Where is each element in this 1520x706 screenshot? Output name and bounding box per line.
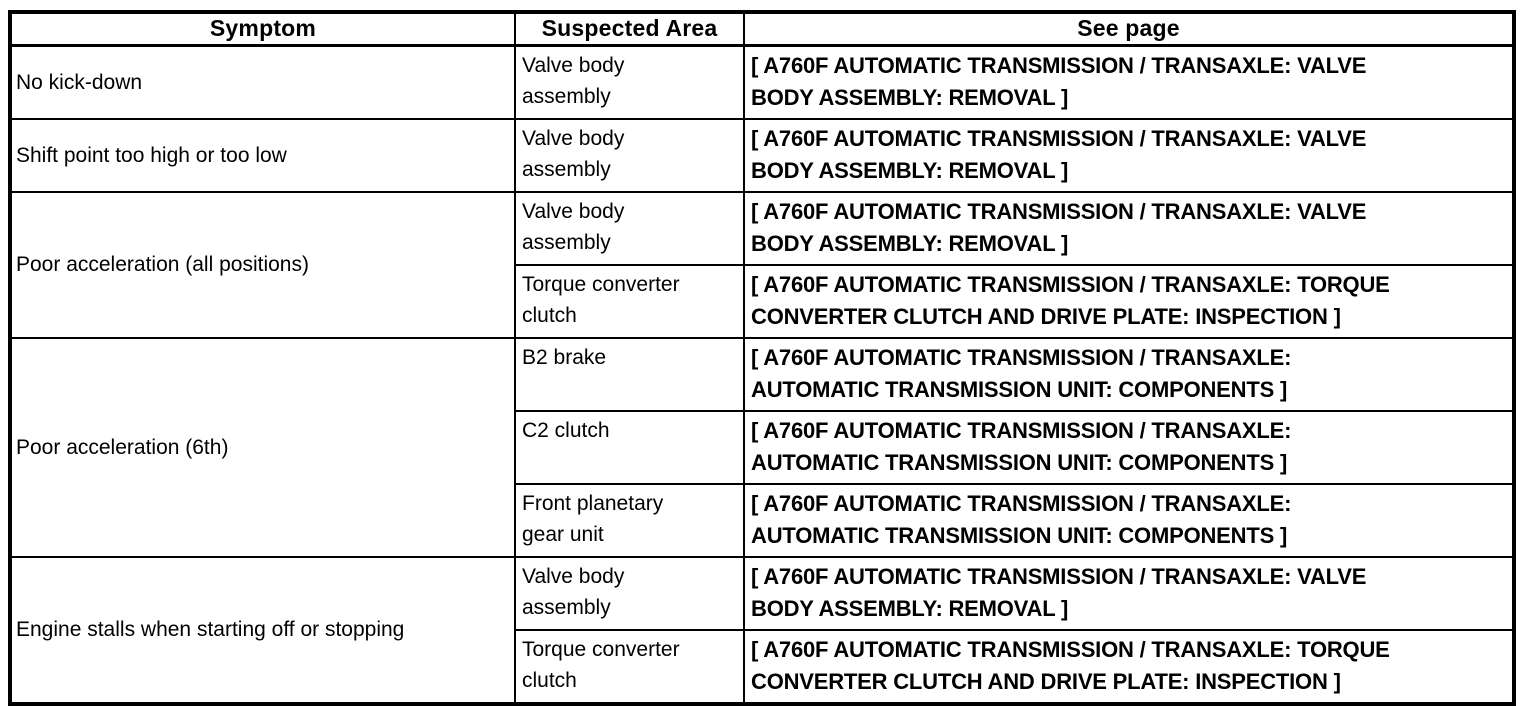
see-page-link[interactable]: [ A760F AUTOMATIC TRANSMISSION / TRANSAX…: [743, 191, 1515, 266]
see-page-link[interactable]: [ A760F AUTOMATIC TRANSMISSION / TRANSAX…: [743, 264, 1515, 339]
suspected-area-cell: Front planetary gear unit: [514, 483, 745, 558]
suspected-area-cell: B2 brake: [514, 337, 745, 412]
table-row: Torque converter clutch [ A760F AUTOMATI…: [10, 629, 1515, 705]
table-header-row: Symptom Suspected Area See page: [9, 11, 1515, 47]
suspected-area-cell: Valve body assembly: [514, 191, 745, 266]
symptom-cell: No kick-down: [9, 44, 516, 120]
table-row: Engine stalls when starting off or stopp…: [9, 556, 1515, 705]
suspected-area-cell: Valve body assembly: [514, 118, 745, 193]
table-row: Torque converter clutch [ A760F AUTOMATI…: [10, 264, 1515, 339]
suspected-area-cell: Valve body assembly: [514, 556, 745, 631]
table-row: Poor acceleration (all positions) Valve …: [9, 191, 1515, 339]
see-page-link[interactable]: [ A760F AUTOMATIC TRANSMISSION / TRANSAX…: [743, 556, 1515, 631]
table-row: No kick-down Valve body assembly [ A760F…: [9, 44, 1515, 120]
symptom-cell: Engine stalls when starting off or stopp…: [9, 556, 516, 705]
column-header-see-page: See page: [743, 11, 1515, 47]
suspected-area-cell: C2 clutch: [514, 410, 745, 485]
see-page-link[interactable]: [ A760F AUTOMATIC TRANSMISSION / TRANSAX…: [743, 483, 1515, 558]
symptom-cell: Poor acceleration (6th): [9, 337, 516, 558]
see-page-link[interactable]: [ A760F AUTOMATIC TRANSMISSION / TRANSAX…: [743, 118, 1515, 193]
symptom-cell: Shift point too high or too low: [9, 118, 516, 193]
document-page: Symptom Suspected Area See page No kick-…: [8, 10, 1516, 706]
suspected-area-cell: Valve body assembly: [514, 44, 745, 120]
see-page-link[interactable]: [ A760F AUTOMATIC TRANSMISSION / TRANSAX…: [743, 629, 1515, 705]
table-row: Shift point too high or too low Valve bo…: [9, 118, 1515, 193]
column-header-symptom: Symptom: [9, 11, 516, 47]
table-row: Front planetary gear unit [ A760F AUTOMA…: [10, 483, 1515, 558]
symptom-cell: Poor acceleration (all positions): [9, 191, 516, 339]
see-page-link[interactable]: [ A760F AUTOMATIC TRANSMISSION / TRANSAX…: [743, 410, 1515, 485]
table-row: Poor acceleration (6th) B2 brake [ A760F…: [9, 337, 1515, 558]
suspected-area-cell: Torque converter clutch: [514, 629, 745, 705]
see-page-link[interactable]: [ A760F AUTOMATIC TRANSMISSION / TRANSAX…: [743, 337, 1515, 412]
suspected-area-cell: Torque converter clutch: [514, 264, 745, 339]
table-row: C2 clutch [ A760F AUTOMATIC TRANSMISSION…: [10, 410, 1515, 485]
see-page-link[interactable]: [ A760F AUTOMATIC TRANSMISSION / TRANSAX…: [743, 44, 1515, 120]
column-header-suspected-area: Suspected Area: [514, 11, 745, 47]
symptom-troubleshooting-table: Symptom Suspected Area See page No kick-…: [8, 10, 1516, 706]
